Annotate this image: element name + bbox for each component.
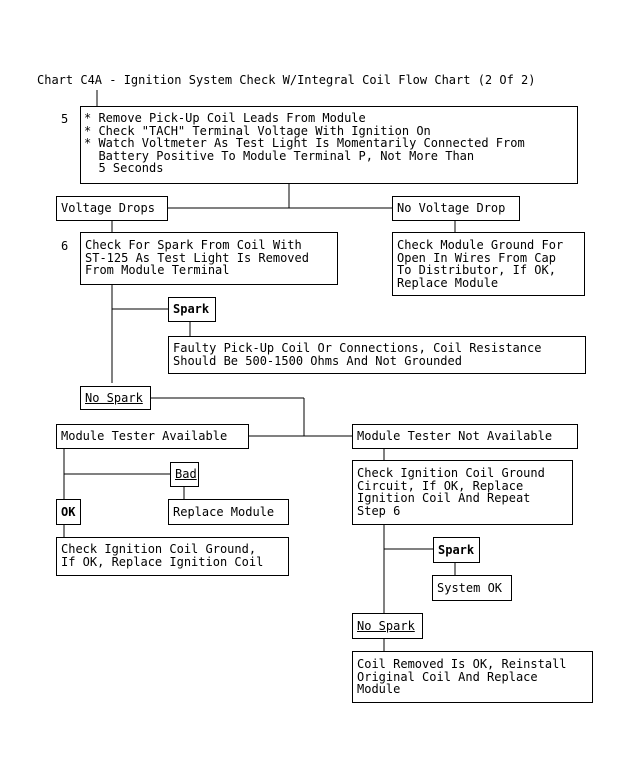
- coil-removed-line: Original Coil And Replace: [357, 669, 538, 684]
- spark-box-1: Spark: [168, 297, 216, 322]
- no-spark-label-2: No Spark: [357, 619, 415, 633]
- bad-label: Bad: [175, 467, 197, 481]
- module-tester-not-available-label: Module Tester Not Available: [357, 429, 553, 443]
- check-coil-ground-line: Check Ignition Coil Ground,: [61, 542, 257, 556]
- no-voltage-drop-box: No Voltage Drop: [392, 196, 520, 221]
- no-spark-box-1: No Spark: [80, 386, 151, 410]
- step-6-box: Check For Spark From Coil With ST-125 As…: [80, 232, 338, 285]
- faulty-pickup-line: Faulty Pick-Up Coil Or Connections, Coil…: [173, 341, 542, 355]
- no-voltage-drop-label: No Voltage Drop: [397, 201, 506, 215]
- system-ok-label: System OK: [437, 581, 503, 595]
- check-coil-ground-circuit-line: Ignition Coil And Repeat: [357, 491, 531, 505]
- check-module-ground-line: Replace Module: [397, 275, 499, 290]
- check-coil-ground-circuit-line: Circuit, If OK, Replace: [357, 478, 524, 493]
- check-coil-ground-circuit-line: Check Ignition Coil Ground: [357, 466, 545, 480]
- chart-title: Chart C4A - Ignition System Check W/Inte…: [37, 73, 536, 87]
- step-5-line: 5 Seconds: [84, 161, 164, 175]
- faulty-pickup-line: Should Be 500-1500 Ohms And Not Grounded: [173, 353, 462, 368]
- check-module-ground-box: Check Module Ground For Open In Wires Fr…: [392, 232, 585, 296]
- spark-box-2: Spark: [433, 537, 480, 563]
- faulty-pickup-box: Faulty Pick-Up Coil Or Connections, Coil…: [168, 336, 586, 374]
- coil-removed-box: Coil Removed Is OK, Reinstall Original C…: [352, 651, 593, 703]
- step-5-line: * Remove Pick-Up Coil Leads From Module: [84, 111, 366, 125]
- check-coil-ground-circuit-line: Step 6: [357, 503, 401, 518]
- check-module-ground-line: Check Module Ground For: [397, 238, 564, 252]
- system-ok-box: System OK: [432, 575, 512, 601]
- no-spark-label-1: No Spark: [85, 391, 143, 405]
- ok-label: OK: [61, 505, 76, 519]
- spark-label-2: Spark: [438, 543, 475, 557]
- no-spark-box-2: No Spark: [352, 613, 423, 639]
- step-5-line: * Check "TACH" Terminal Voltage With Ign…: [84, 123, 431, 138]
- step-5-line: * Watch Voltmeter As Test Light Is Momen…: [84, 136, 525, 150]
- step-6-line: ST-125 As Test Light Is Removed: [85, 250, 309, 265]
- ok-box: OK: [56, 499, 81, 525]
- check-module-ground-line: To Distributor, If OK,: [397, 263, 556, 277]
- voltage-drops-box: Voltage Drops: [56, 196, 168, 221]
- bad-box: Bad: [170, 462, 199, 487]
- module-tester-available-label: Module Tester Available: [61, 429, 228, 443]
- replace-module-box: Replace Module: [168, 499, 289, 525]
- spark-label-1: Spark: [173, 302, 210, 316]
- check-coil-ground-circuit-box: Check Ignition Coil Ground Circuit, If O…: [352, 460, 573, 525]
- check-module-ground-line: Open In Wires From Cap: [397, 250, 556, 265]
- step-6-line: From Module Terminal: [85, 263, 230, 277]
- check-coil-ground-line: If OK, Replace Ignition Coil: [61, 554, 264, 569]
- step-number-6: 6: [61, 239, 69, 253]
- coil-removed-line: Module: [357, 682, 401, 696]
- check-coil-ground-box: Check Ignition Coil Ground, If OK, Repla…: [56, 537, 289, 576]
- module-tester-available-box: Module Tester Available: [56, 424, 249, 449]
- coil-removed-line: Coil Removed Is OK, Reinstall: [357, 657, 567, 671]
- step-5-line: Battery Positive To Module Terminal P, N…: [84, 148, 475, 163]
- replace-module-label: Replace Module: [173, 505, 275, 519]
- step-number-5: 5: [61, 112, 69, 126]
- voltage-drops-label: Voltage Drops: [61, 201, 155, 215]
- module-tester-not-available-box: Module Tester Not Available: [352, 424, 578, 449]
- step-6-line: Check For Spark From Coil With: [85, 238, 302, 252]
- step-5-box: * Remove Pick-Up Coil Leads From Module …: [80, 106, 578, 184]
